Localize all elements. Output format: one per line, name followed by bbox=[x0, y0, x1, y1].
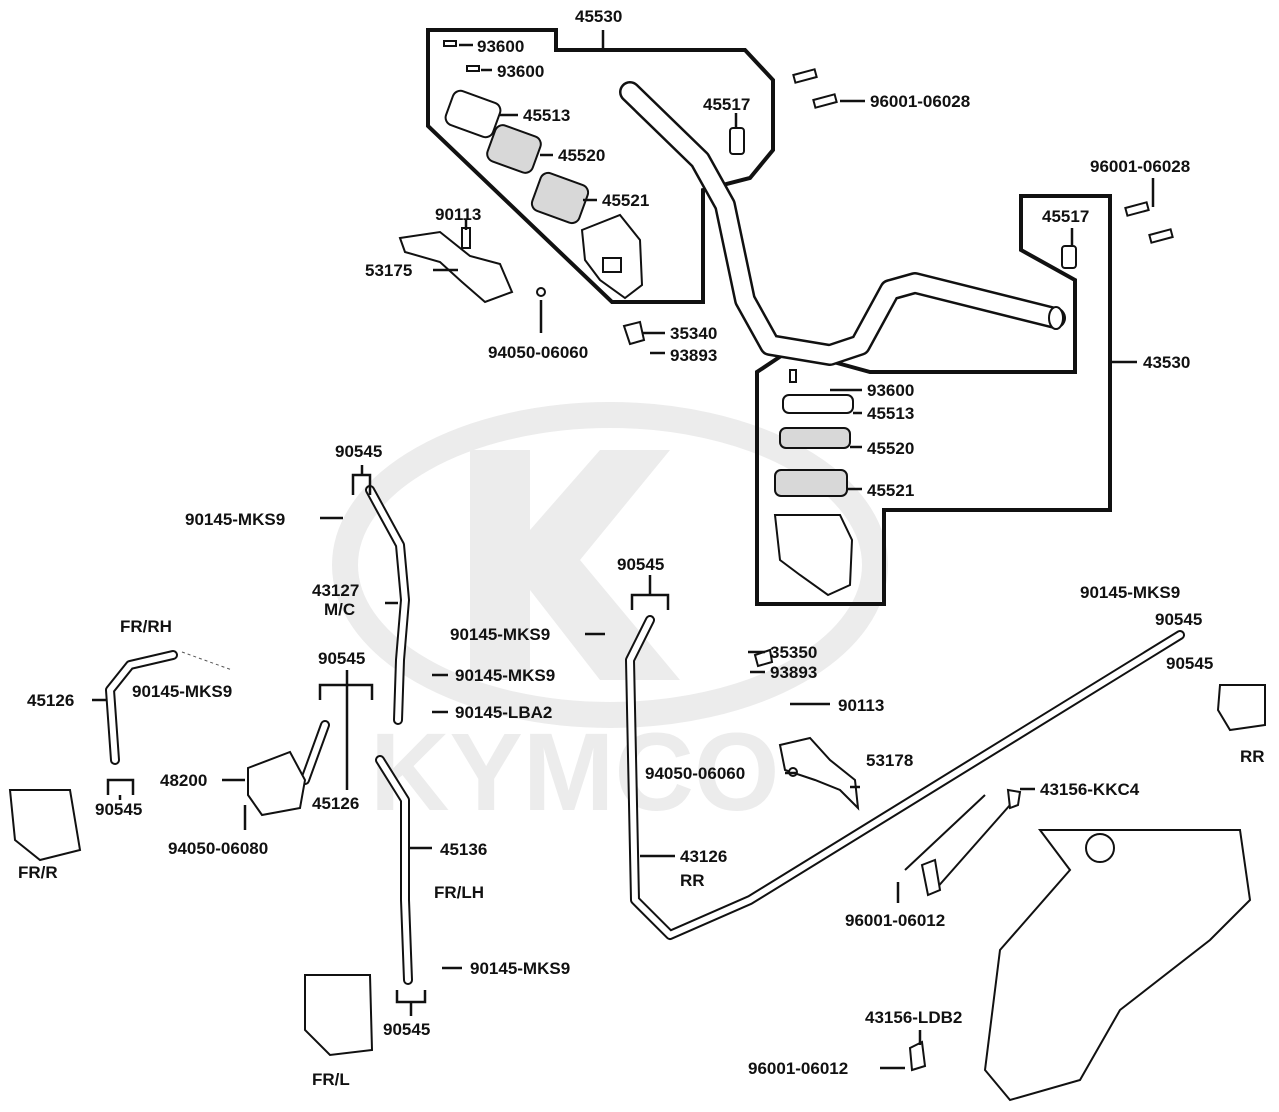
group-43530-outline bbox=[755, 194, 1112, 606]
reservoir-parts-left bbox=[398, 40, 1077, 346]
label-93893: 93893 bbox=[670, 346, 717, 365]
label-90545: 90545 bbox=[1155, 610, 1202, 629]
label-94050-06060: 94050-06060 bbox=[488, 343, 588, 362]
label-45520: 45520 bbox=[558, 146, 605, 165]
label-45513: 45513 bbox=[867, 404, 914, 423]
label-45126: 45126 bbox=[312, 794, 359, 813]
label-90113: 90113 bbox=[838, 696, 884, 715]
label-90545: 90545 bbox=[383, 1020, 430, 1039]
label-90545: 90545 bbox=[1166, 654, 1213, 673]
label-35340: 35340 bbox=[670, 324, 717, 343]
label-90145-mks9: 90145-MKS9 bbox=[455, 666, 555, 685]
label-93600: 93600 bbox=[497, 62, 544, 81]
part-labels: 45530 93600 93600 45513 45520 45521 4551… bbox=[18, 7, 1265, 1089]
bolts-96001-06028 bbox=[792, 68, 1174, 244]
label-96001-06028: 96001-06028 bbox=[870, 92, 970, 111]
label-35350: 35350 bbox=[770, 643, 817, 662]
label-43127: 43127 bbox=[312, 581, 359, 600]
label-90145-mks9: 90145-MKS9 bbox=[132, 682, 232, 701]
label-96001-06012: 96001-06012 bbox=[748, 1059, 848, 1078]
kymco-watermark: KYMCO bbox=[332, 402, 888, 834]
label-45521: 45521 bbox=[867, 481, 914, 500]
label-90545: 90545 bbox=[335, 442, 382, 461]
label-45513: 45513 bbox=[523, 106, 570, 125]
label-45517: 45517 bbox=[1042, 207, 1089, 226]
label-fr-lh: FR/LH bbox=[434, 883, 484, 902]
label-93600: 93600 bbox=[477, 37, 524, 56]
label-93600: 93600 bbox=[867, 381, 914, 400]
brake-hoses bbox=[105, 485, 1185, 985]
label-rr: RR bbox=[680, 871, 705, 890]
label-45136: 45136 bbox=[440, 840, 487, 859]
label-53175: 53175 bbox=[365, 261, 412, 280]
label-48200: 48200 bbox=[160, 771, 207, 790]
label-94050-06060: 94050-06060 bbox=[645, 764, 745, 783]
calipers-and-cylinder bbox=[8, 648, 1266, 1102]
label-90545: 90545 bbox=[95, 800, 142, 819]
handlebar bbox=[619, 81, 1066, 366]
label-53178: 53178 bbox=[866, 751, 913, 770]
label-fr-rh: FR/RH bbox=[120, 617, 172, 636]
label-fr-l: FR/L bbox=[312, 1070, 350, 1089]
label-90145-mks9: 90145-MKS9 bbox=[450, 625, 550, 644]
label-96001-06012: 96001-06012 bbox=[845, 911, 945, 930]
label-90145-mks9: 90145-MKS9 bbox=[470, 959, 570, 978]
label-rr: RR bbox=[1240, 747, 1265, 766]
label-mc: M/C bbox=[324, 600, 355, 619]
label-90113: 90113 bbox=[435, 205, 481, 224]
label-90145-lba2: 90145-LBA2 bbox=[455, 703, 552, 722]
label-43530: 43530 bbox=[1143, 353, 1190, 372]
leader-lines bbox=[92, 30, 1155, 1070]
label-fr-r: FR/R bbox=[18, 863, 58, 882]
label-45521: 45521 bbox=[602, 191, 649, 210]
label-43156-kkc4: 43156-KKC4 bbox=[1040, 780, 1140, 799]
label-45520: 45520 bbox=[867, 439, 914, 458]
label-90145-mks9: 90145-MKS9 bbox=[1080, 583, 1180, 602]
label-45126: 45126 bbox=[27, 691, 74, 710]
label-90545: 90545 bbox=[318, 649, 365, 668]
label-43156-ldb2: 43156-LDB2 bbox=[865, 1008, 962, 1027]
label-93893: 93893 bbox=[770, 663, 817, 682]
label-90545: 90545 bbox=[617, 555, 664, 574]
label-94050-06080: 94050-06080 bbox=[168, 839, 268, 858]
label-45530: 45530 bbox=[575, 7, 622, 26]
reservoir-parts-right bbox=[773, 369, 854, 597]
watermark-text: KYMCO bbox=[370, 711, 779, 834]
label-90145-mks9: 90145-MKS9 bbox=[185, 510, 285, 529]
group-45530-outline bbox=[426, 28, 775, 304]
label-45517: 45517 bbox=[703, 95, 750, 114]
label-43126: 43126 bbox=[680, 847, 727, 866]
label-96001-06028: 96001-06028 bbox=[1090, 157, 1190, 176]
